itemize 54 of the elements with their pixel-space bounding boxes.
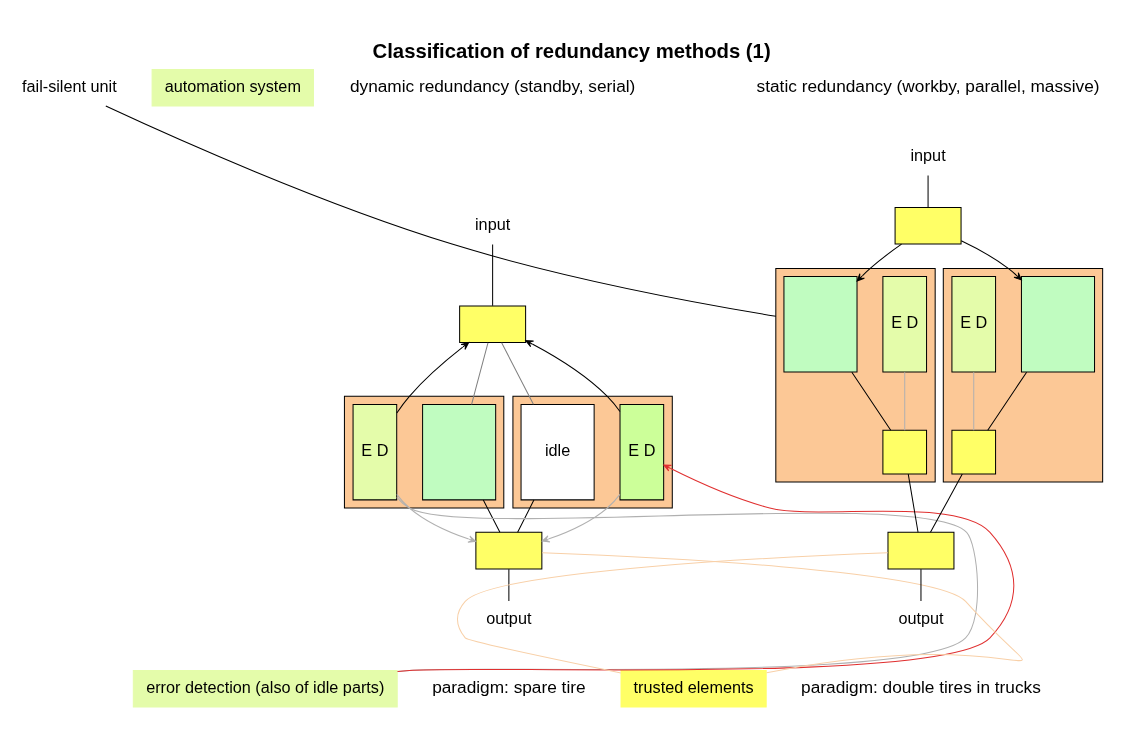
label: dynamic redundancy (standby, serial)	[349, 75, 636, 96]
node-box	[783, 276, 858, 373]
node-text: output	[898, 608, 944, 627]
connector	[851, 371, 892, 431]
connector	[508, 568, 510, 602]
node-box: error detection (also of idle parts)	[132, 669, 398, 708]
cluster	[775, 267, 936, 483]
node-box	[882, 429, 928, 475]
arrow	[856, 243, 903, 282]
connector	[471, 342, 489, 405]
node-box	[951, 429, 997, 475]
node-text: fail-silent unit	[21, 76, 117, 95]
label: paradigm: spare tire	[432, 676, 586, 697]
label: static redundancy (workby, parallel, massive)	[756, 75, 1100, 96]
label: paradigm: double tires in trucks	[801, 676, 1041, 697]
connector	[920, 568, 922, 602]
connector	[456, 552, 889, 674]
connector	[541, 552, 1023, 674]
connector	[904, 371, 906, 431]
connector	[907, 473, 919, 533]
arrow	[525, 340, 621, 412]
arrow	[960, 240, 1022, 281]
node-box	[422, 403, 497, 501]
node-box: automation system	[151, 69, 314, 107]
node-text: input	[475, 214, 511, 233]
arrow	[396, 493, 477, 543]
node-box	[459, 305, 527, 344]
arrow	[541, 493, 621, 543]
node-text: output	[486, 608, 532, 627]
connector	[482, 499, 501, 533]
cluster	[942, 267, 1104, 483]
cluster	[343, 395, 505, 509]
node-box	[894, 207, 962, 245]
node-box: E D	[352, 403, 398, 501]
connector	[929, 473, 963, 533]
arrow	[396, 342, 470, 414]
node-box	[475, 531, 543, 570]
node-box: E D	[882, 276, 928, 373]
arrow	[397, 464, 1015, 672]
connector	[973, 371, 975, 431]
node-text: input	[910, 145, 946, 164]
connector	[987, 371, 1028, 431]
node-box: E D	[951, 276, 997, 373]
node-box: trusted elements	[620, 669, 767, 708]
connector	[501, 342, 534, 405]
diagram-title: Classification of redundancy methods (1)	[372, 40, 771, 63]
connector	[517, 499, 535, 533]
node-box	[887, 531, 955, 570]
connector	[492, 244, 494, 307]
node-box: idle	[520, 403, 595, 501]
node-box: E D	[619, 403, 665, 501]
node-box	[1020, 276, 1096, 373]
connector	[105, 105, 777, 317]
connector	[927, 174, 929, 208]
